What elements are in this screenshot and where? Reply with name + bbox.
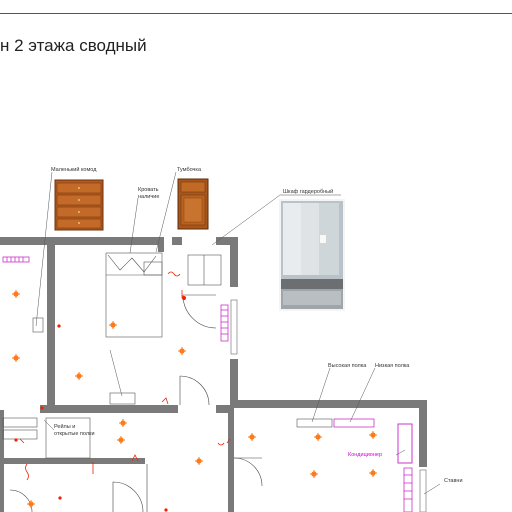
- nightstand-photo: [176, 177, 210, 231]
- walls: [0, 237, 427, 512]
- leader-lines: [35, 171, 441, 495]
- low-shelf-label: Низкая полка: [375, 363, 410, 369]
- wardrobe-label: Шкаф гардеробный: [283, 188, 333, 195]
- dresser-label: Маленький комод: [51, 166, 97, 173]
- windows: [230, 299, 427, 512]
- bed-label-line1: Кровать: [138, 187, 159, 193]
- wardrobe-photo: [279, 199, 345, 311]
- dresser-photo: [52, 177, 106, 233]
- page-title: н 2 этажа сводный: [0, 36, 147, 55]
- radiator-icon: [2, 256, 413, 512]
- furniture: [2, 252, 333, 459]
- top-rule: [0, 0, 512, 14]
- ceiling-light-icon: [12, 290, 377, 508]
- high-shelf-label: Высокая полка: [328, 363, 367, 369]
- switch-icon: [19, 271, 231, 481]
- nightstand-label: Тумбочка: [177, 167, 202, 173]
- outlet-icon: [14, 296, 186, 512]
- ac-label: Кондиционер: [348, 452, 382, 458]
- rail-label-line2: открытые полки: [54, 431, 95, 437]
- door-swing-icon: [9, 294, 263, 512]
- rail-label-line1: Рейлы и: [54, 423, 75, 430]
- shutters-label: Ставни: [444, 478, 463, 484]
- bed-label-line2: наличие: [138, 194, 159, 200]
